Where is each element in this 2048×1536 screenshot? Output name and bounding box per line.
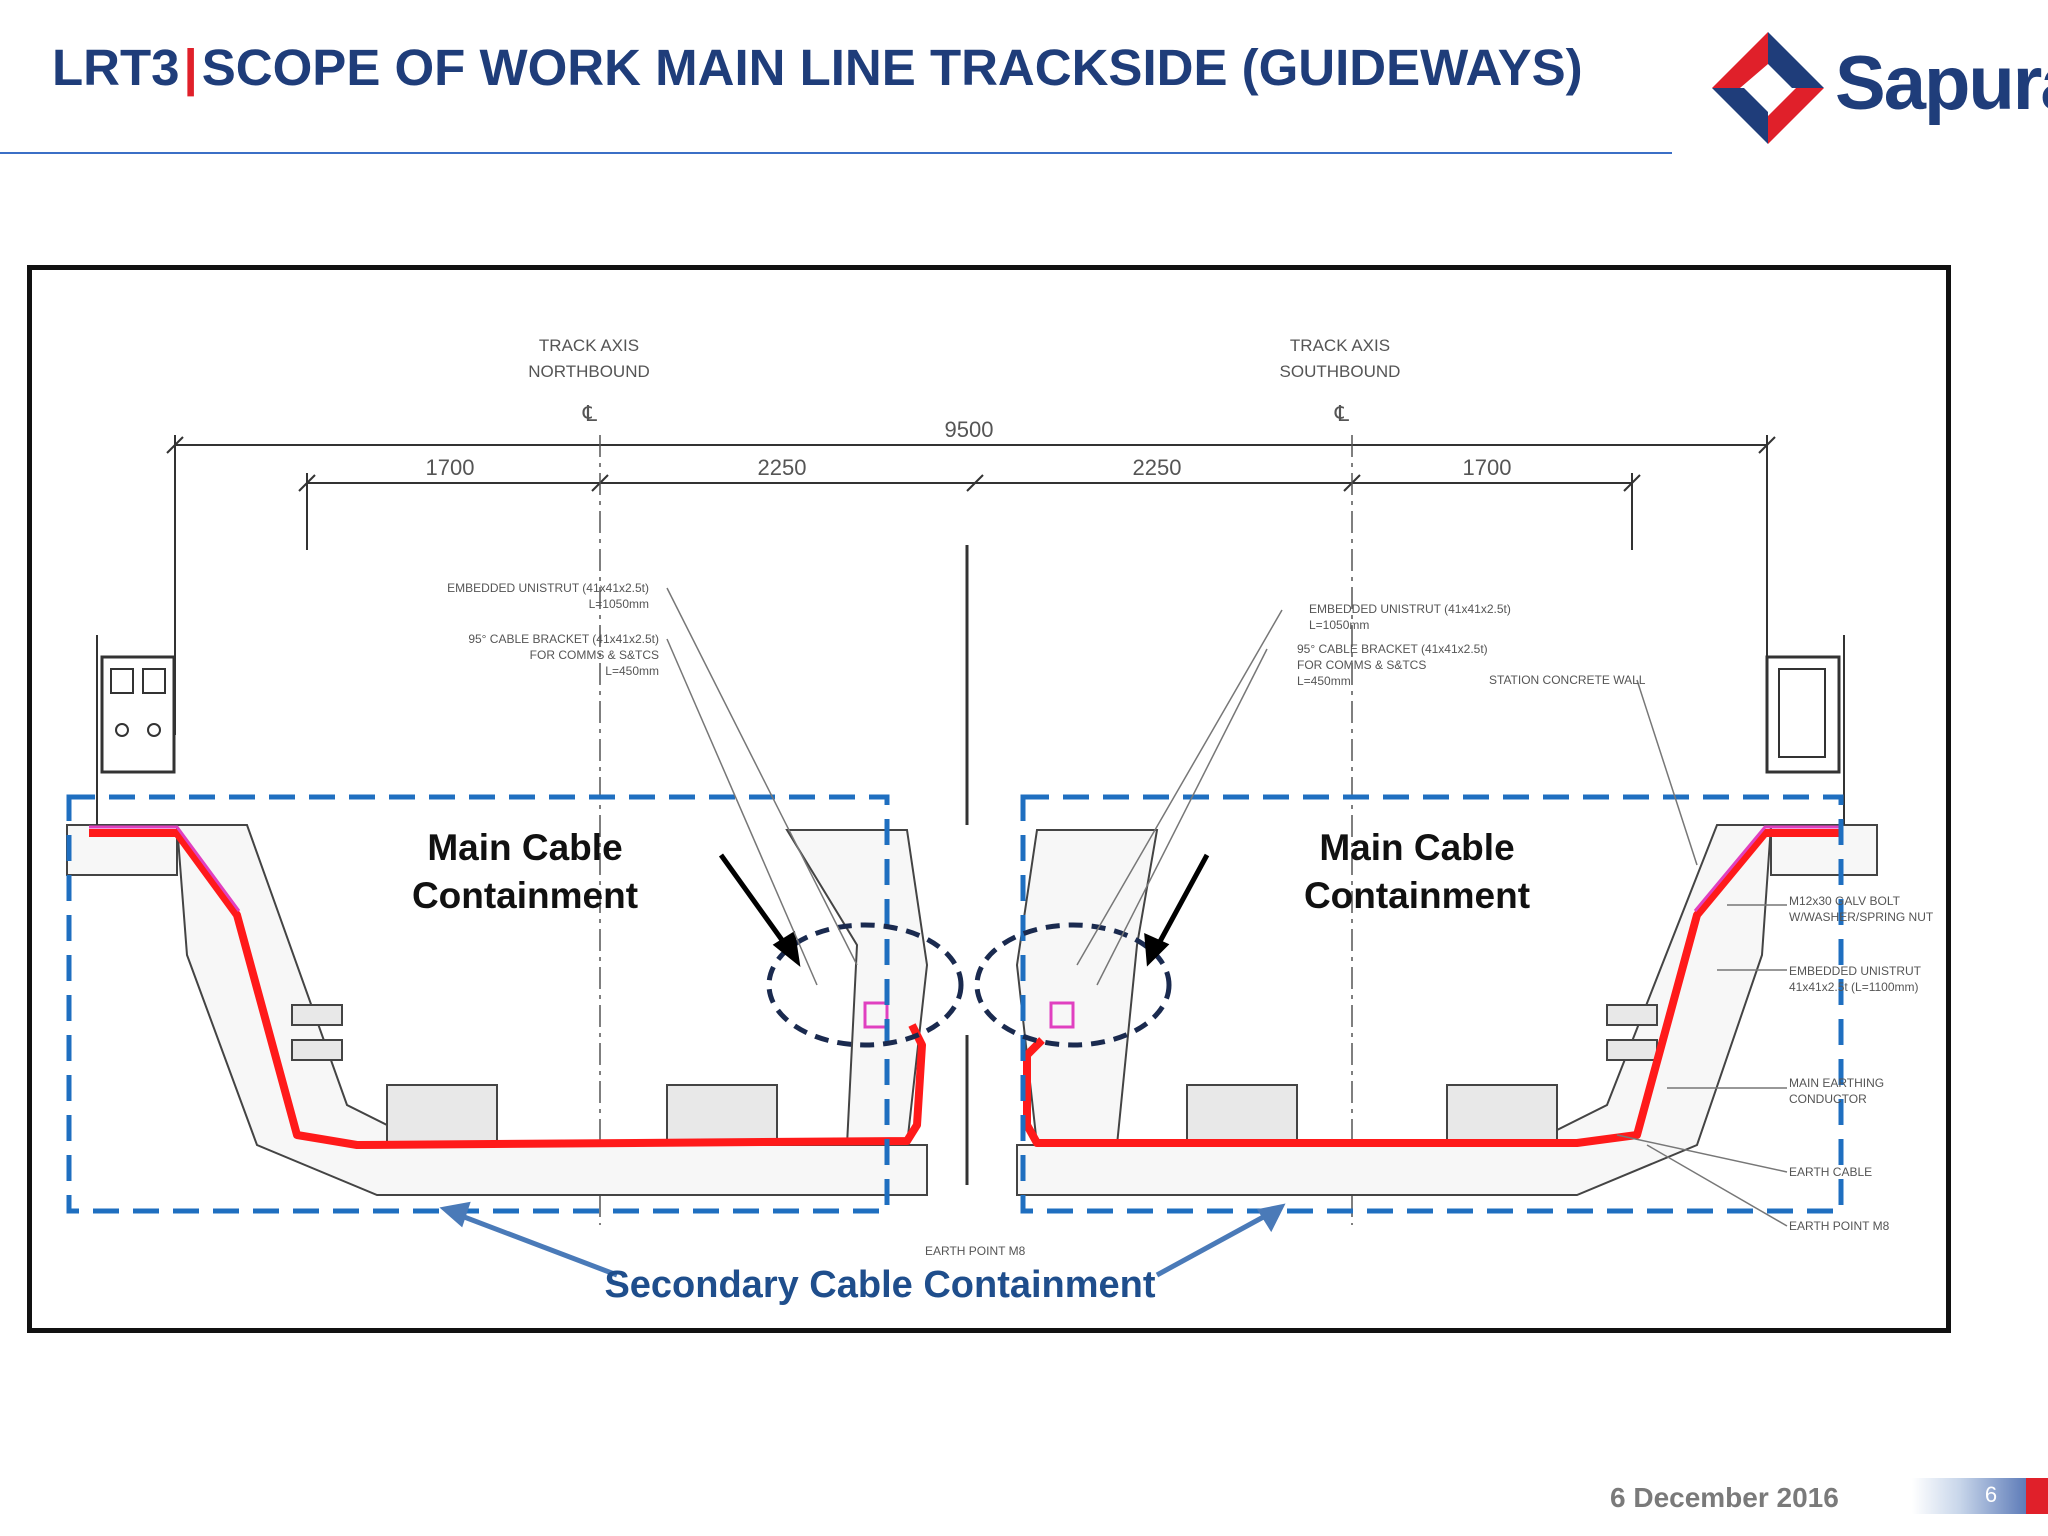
dim-right-outer: 1700 <box>1463 455 1512 480</box>
dim-right-inner: 2250 <box>1133 455 1182 480</box>
note-left-unistrut-1: EMBEDDED UNISTRUT (41x41x2.5t) <box>447 581 649 595</box>
note-left-bracket-3: L=450mm <box>605 664 659 678</box>
page-number: 6 <box>1984 1482 1998 1507</box>
note-main-earthing-2: CONDUCTOR <box>1789 1092 1867 1106</box>
logo-text: Sapura <box>1835 41 2048 126</box>
main-cable-label-right-line1: Main Cable <box>1319 827 1515 868</box>
note-right-bracket-2: FOR COMMS & S&TCS <box>1297 658 1426 672</box>
note-embedded-unistrut-1: EMBEDDED UNISTRUT <box>1789 964 1922 978</box>
note-earth-point-right: EARTH POINT M8 <box>1789 1219 1890 1233</box>
note-right-unistrut-1: EMBEDDED UNISTRUT (41x41x2.5t) <box>1309 602 1511 616</box>
main-cable-label-left: Main Cable Containment <box>395 824 655 920</box>
note-embedded-unistrut-2: 41x41x2.5t (L=1100mm) <box>1789 980 1919 994</box>
note-left-bracket-2: FOR COMMS & S&TCS <box>530 648 659 662</box>
track-axis-south-line2: SOUTHBOUND <box>1280 362 1401 381</box>
note-galv-bolt-1: M12x30 GALV BOLT <box>1789 894 1901 908</box>
note-galv-bolt-2: W/WASHER/SPRING NUT <box>1789 910 1934 924</box>
track-axis-north-line2: NORTHBOUND <box>528 362 650 381</box>
title-text: SCOPE OF WORK MAIN LINE TRACKSIDE (GUIDE… <box>201 39 1583 96</box>
note-earth-point-center: EARTH POINT M8 <box>925 1244 1026 1258</box>
title-separator: | <box>183 39 198 96</box>
note-right-bracket-1: 95° CABLE BRACKET (41x41x2.5t) <box>1297 642 1488 656</box>
main-cable-label-left-line1: Main Cable <box>427 827 623 868</box>
title-underline <box>0 152 1672 154</box>
centerline-symbol-north: ℄ <box>582 401 598 426</box>
page-number-tab <box>1912 1478 2048 1514</box>
centerline-symbol-south: ℄ <box>1334 401 1350 426</box>
note-right-bracket-3: L=450mm <box>1297 674 1351 688</box>
cross-section-drawing: TRACK AXIS NORTHBOUND TRACK AXIS SOUTHBO… <box>66 336 1934 1278</box>
note-earth-cable: EARTH CABLE <box>1789 1165 1872 1179</box>
main-cable-label-left-line2: Containment <box>411 875 639 916</box>
note-right-unistrut-2: L=1050mm <box>1309 618 1369 632</box>
track-axis-north-line1: TRACK AXIS <box>539 336 639 355</box>
dim-left-outer: 1700 <box>426 455 475 480</box>
note-station-wall: STATION CONCRETE WALL <box>1489 673 1646 687</box>
dim-left-inner: 2250 <box>758 455 807 480</box>
secondary-cable-label: Secondary Cable Containment <box>604 1264 1156 1306</box>
slide-title: LRT3|SCOPE OF WORK MAIN LINE TRACKSIDE (… <box>52 38 1583 97</box>
sapura-logo-icon <box>1712 32 1824 144</box>
footer-date: 6 December 2016 <box>1610 1482 1839 1513</box>
note-left-unistrut-2: L=1050mm <box>589 597 649 611</box>
main-cable-label-right-line2: Containment <box>1303 875 1531 916</box>
note-main-earthing-1: MAIN EARTHING <box>1789 1076 1884 1090</box>
dim-total: 9500 <box>945 417 994 442</box>
track-axis-south-line1: TRACK AXIS <box>1290 336 1390 355</box>
page-tab-accent <box>2026 1478 2048 1514</box>
note-left-bracket-1: 95° CABLE BRACKET (41x41x2.5t) <box>468 632 659 646</box>
title-code: LRT3 <box>52 39 180 96</box>
main-cable-label-right: Main Cable Containment <box>1287 824 1547 920</box>
